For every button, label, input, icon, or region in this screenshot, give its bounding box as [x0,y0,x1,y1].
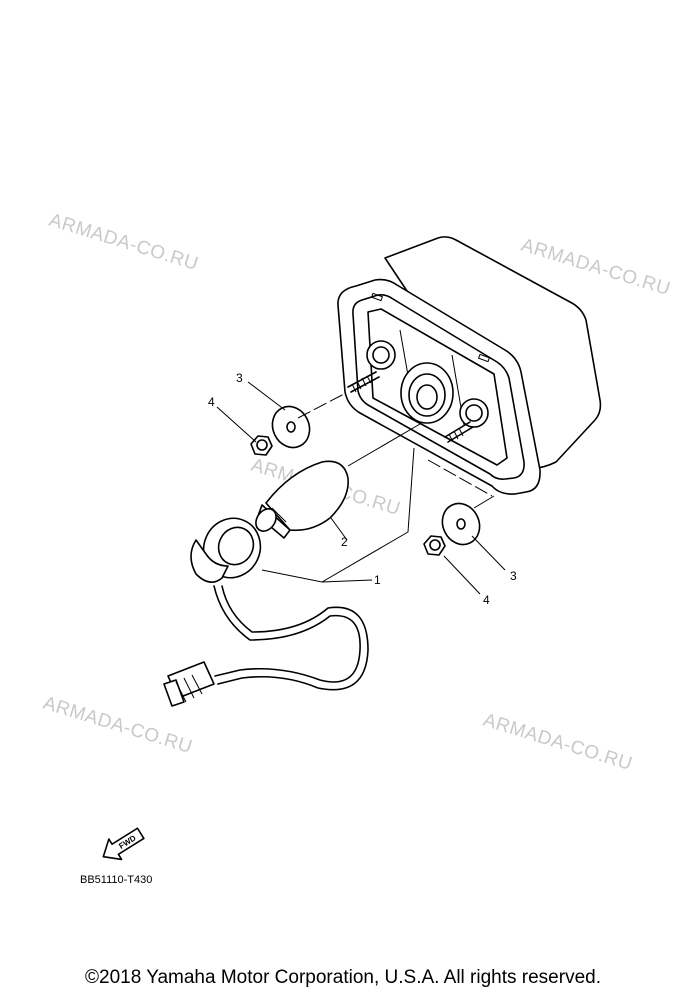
callouts: 3 4 2 1 3 4 [208,371,517,607]
copyright-notice: ©2018 Yamaha Motor Corporation, U.S.A. A… [85,967,601,988]
nut-right [423,535,446,556]
watermark-bottom-right: ARMADA-CO.RU [481,710,635,775]
washer-right [441,502,481,546]
watermark-top-left: ARMADA-CO.RU [47,210,201,275]
callout-washer-right: 3 [510,569,517,583]
bulb-socket-harness [163,517,369,707]
fwd-arrow-icon: FWD [102,827,145,861]
diagram-code: BB51110-T430 [80,874,152,886]
leader-lines [216,381,506,595]
callout-nut-left: 4 [208,395,215,409]
bulb [255,460,349,539]
assembly-lines [297,393,495,509]
washer-left [271,405,311,449]
tail-light-housing [337,236,602,495]
callout-nut-right: 4 [483,593,490,607]
nut-left [250,435,273,456]
callout-bulb: 2 [341,535,348,549]
callout-tail-light-assy: 1 [374,573,381,587]
callout-washer-left: 3 [236,371,243,385]
